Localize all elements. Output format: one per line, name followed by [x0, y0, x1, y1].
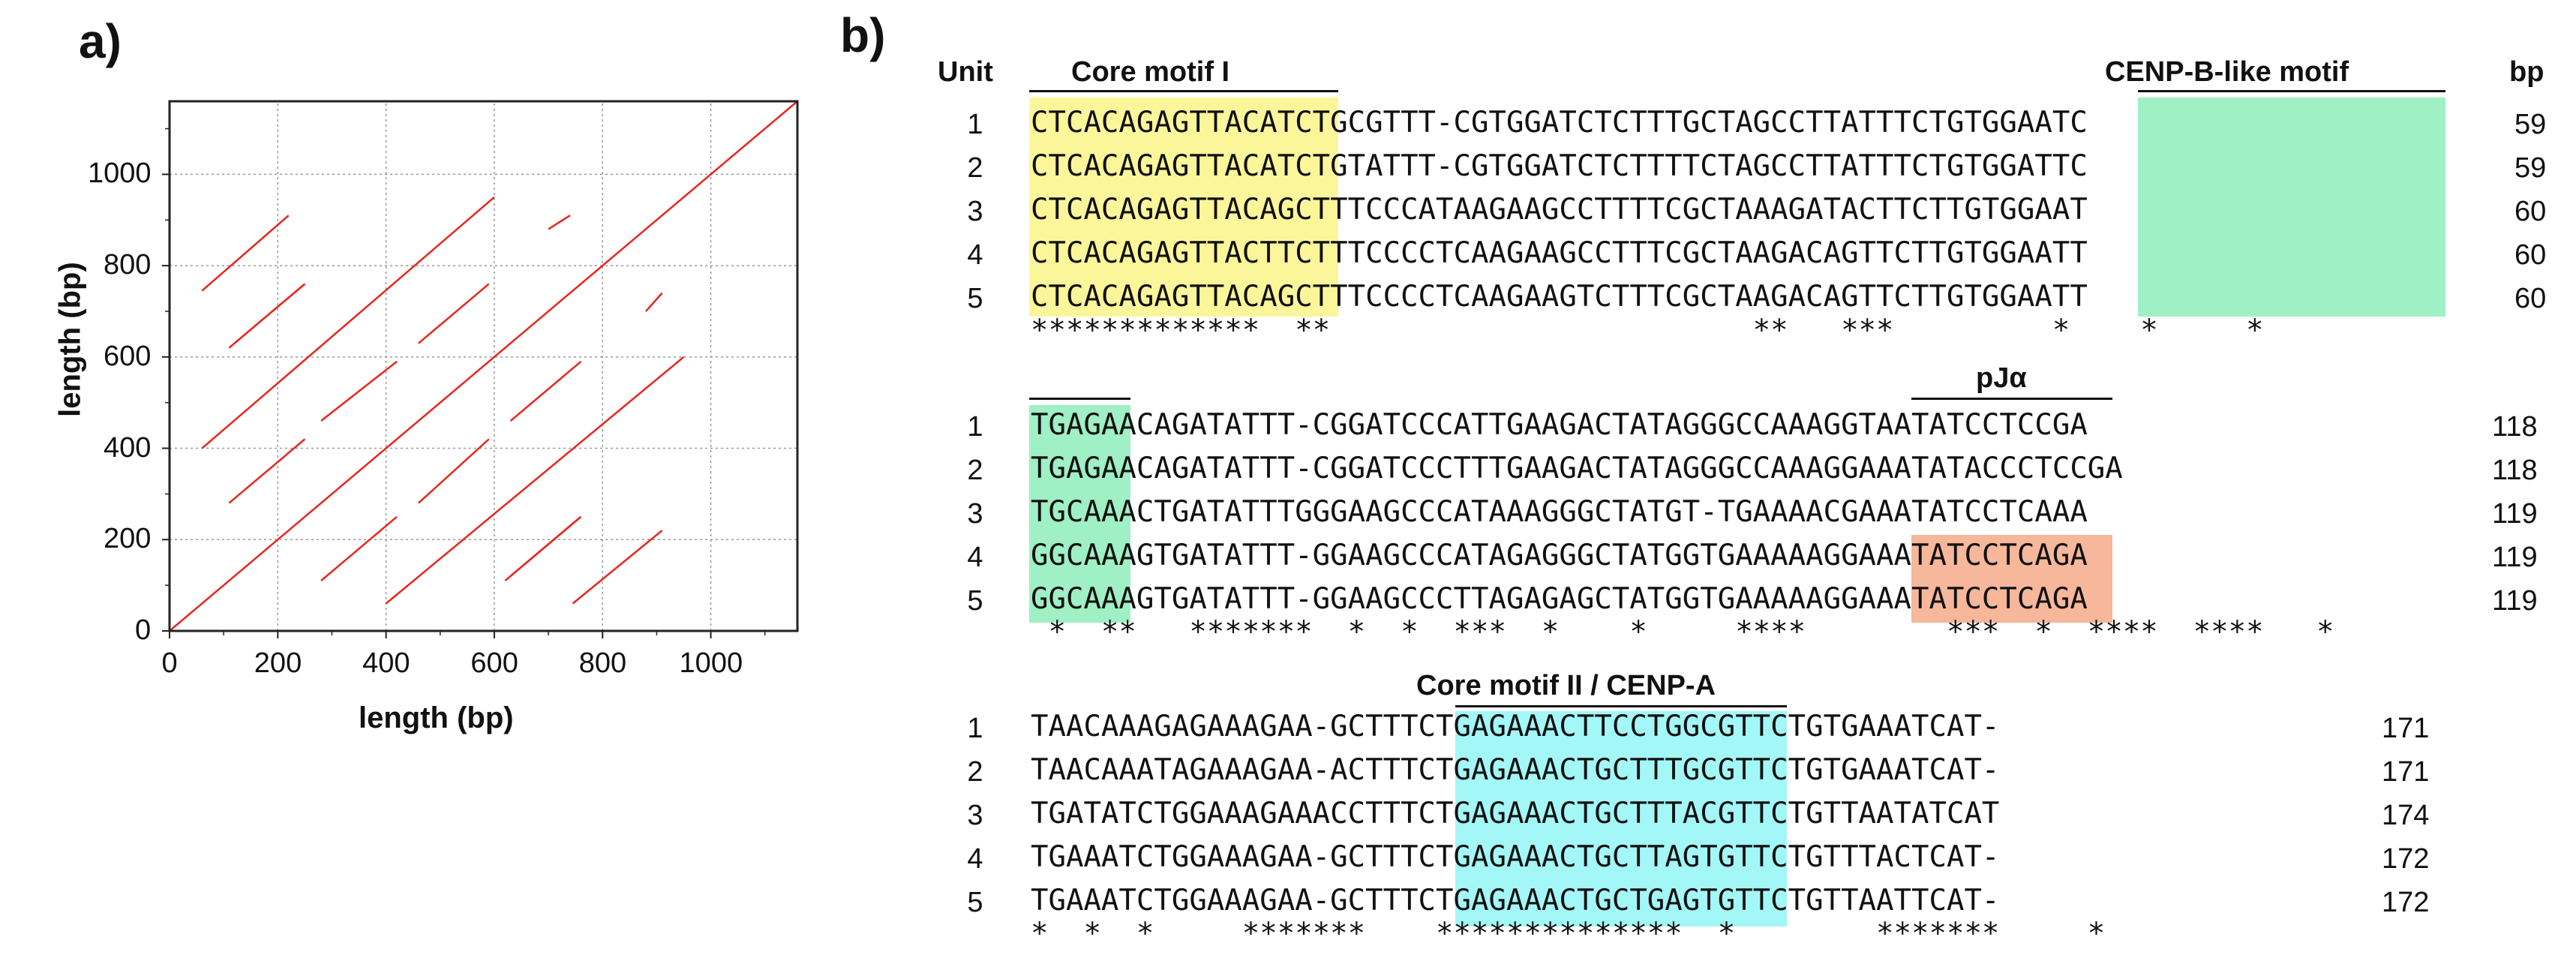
x-tick-label: 200 [254, 647, 302, 679]
cenpb-highlight-2 [1029, 405, 1130, 623]
consensus-row: ************* ** ** *** * * * [1031, 314, 2264, 347]
unit-number: 3 [967, 498, 983, 530]
repeat-segment-line [228, 283, 306, 349]
cenpb-header: CENP-B-like motif [2105, 56, 2349, 88]
core-motif-2-header: Core motif II / CENP-A [1416, 670, 1716, 701]
unit-number: 2 [967, 455, 983, 486]
x-tick-label: 0 [161, 647, 178, 679]
sequence-row: TGAGAACAGATATTT-CGGATCCCATTGAAGACTATAGGG… [1031, 408, 2088, 442]
consensus-row: * ** ******* * * *** * * **** *** * ****… [1031, 615, 2334, 649]
bp-count: 172 [2382, 843, 2430, 875]
core-motif-2-highlight [1455, 711, 1787, 926]
bp-count: 59 [2514, 152, 2547, 184]
consensus-row: * * * ******* ************** * ******* * [1031, 917, 2106, 950]
repeat-segment-line [645, 292, 663, 312]
y-tick-label: 600 [104, 340, 152, 372]
bp-count: 118 [2492, 455, 2538, 486]
repeat-segment-line [509, 360, 582, 422]
pja-highlight [1911, 535, 2112, 623]
unit-number: 2 [967, 756, 983, 788]
bp-count: 60 [2514, 196, 2547, 227]
repeat-segment-line [228, 438, 306, 504]
x-tick-label: 800 [578, 647, 627, 679]
unit-number: 4 [967, 239, 983, 271]
unit-number: 3 [967, 800, 983, 831]
sequence-row: GGCAAAGTGATATTT-GGAAGCCCATAGAGGGCTATGGTG… [1031, 539, 2088, 572]
pja-header: pJα [1976, 362, 2027, 394]
bp-count: 60 [2514, 283, 2547, 314]
sequence-row: TAACAAATAGAAAGAA-ACTTTCTGAGAAACTGCTTTGCG… [1031, 753, 2000, 787]
core-motif-2-underline [1455, 705, 1787, 707]
unit-number: 5 [967, 887, 983, 918]
unit-number: 5 [967, 585, 983, 617]
repeat-segment-line [320, 360, 398, 422]
pja-underline [1911, 398, 2112, 400]
core-motif-1-highlight [1029, 98, 1338, 317]
y-tick-label: 0 [135, 614, 152, 646]
sequence-row: TAACAAAGAGAAAGAA-GCTTTCTGAGAAACTTCCTGGCG… [1031, 710, 2000, 743]
sequence-row: TGAAATCTGGAAAGAA-GCTTTCTGAGAAACTGCTTAGTG… [1031, 840, 2000, 874]
unit-number: 1 [967, 713, 983, 744]
repeat-segment-line [548, 215, 571, 230]
bp-count: 118 [2492, 411, 2538, 443]
sequence-row: TGATATCTGGAAAGAAACCTTTCTGAGAAACTGCTTTACG… [1031, 797, 2000, 830]
bp-count: 119 [2492, 542, 2538, 573]
x-axis-title: length (bp) [359, 701, 514, 734]
sequence-row: TGAGAACAGATATTT-CGGATCCCTTTGAAGACTATAGGG… [1031, 452, 2123, 485]
sequence-row: CTCACAGAGTTACATCTGCGTTT-CGTGGATCTCTTTGCT… [1031, 106, 2088, 140]
y-tick-label: 400 [104, 431, 152, 464]
cenpb-underline [2138, 90, 2445, 92]
bp-count: 60 [2514, 239, 2547, 271]
repeat-segment-line [201, 215, 290, 292]
sequence-row: CTCACAGAGTTACAGCTTTCCCATAAGAAGCCTTTTCGCT… [1031, 193, 2088, 227]
y-axis-title: length (bp) [53, 262, 87, 417]
repeat-segment-line [201, 196, 495, 449]
plot-frame [168, 100, 799, 632]
repeat-segment-line [418, 283, 490, 344]
bp-count: 171 [2382, 756, 2430, 788]
sequence-row: CTCACAGAGTTACTTCTTTCCCCTCAAGAAGCCTTTCGCT… [1031, 236, 2088, 270]
bp-header: bp [2509, 56, 2544, 88]
repeat-segment-line [385, 356, 685, 605]
unit-number: 1 [967, 109, 983, 140]
sequence-row: CTCACAGAGTTACAGCTTTCCCCTCAAGAAGTCTTTCGCT… [1031, 280, 2088, 314]
y-tick-label: 1000 [88, 158, 152, 190]
unit-number: 1 [967, 411, 983, 443]
unit-number: 4 [967, 843, 983, 875]
bp-count: 59 [2514, 109, 2547, 140]
core-motif-1-header: Core motif I [1071, 56, 1230, 88]
unit-number: 2 [967, 152, 983, 184]
cenpb-continuation-underline [1029, 398, 1130, 400]
repeat-segment-line [320, 515, 398, 582]
y-tick-label: 200 [104, 523, 152, 555]
repeat-segment-line [572, 530, 663, 605]
y-tick-label: 800 [104, 249, 152, 281]
unit-number: 4 [967, 542, 983, 573]
x-tick-label: 1000 [679, 647, 743, 679]
dot-plot [162, 100, 799, 638]
bp-count: 172 [2382, 887, 2430, 918]
unit-number: 5 [967, 283, 983, 314]
core-motif-1-underline [1029, 90, 1338, 92]
bp-count: 171 [2382, 713, 2430, 744]
sequence-row: GGCAAAGTGATATTT-GGAAGCCCTTAGAGAGCTATGGTG… [1031, 582, 2088, 616]
sequence-row: TGAAATCTGGAAAGAA-GCTTTCTGAGAAACTGCTGAGTG… [1031, 884, 2000, 917]
panel-b-label: b) [840, 8, 886, 62]
bp-count: 174 [2382, 800, 2430, 831]
repeat-segment-line [504, 515, 582, 582]
panel-a-label: a) [79, 14, 122, 68]
main-diagonal-line [169, 101, 798, 632]
bp-count: 119 [2492, 498, 2538, 530]
unit-header: Unit [938, 56, 993, 88]
unit-number: 3 [967, 196, 983, 227]
x-tick-label: 600 [470, 647, 518, 679]
bp-count: 119 [2492, 585, 2538, 617]
repeat-segment-line [418, 438, 490, 504]
sequence-row: CTCACAGAGTTACATCTGTATTT-CGTGGATCTCTTTTCT… [1031, 149, 2088, 183]
cenpb-highlight-1 [2138, 98, 2445, 317]
x-tick-label: 400 [362, 647, 410, 679]
sequence-row: TGCAAACTGATATTTGGGAAGCCCATAAAGGGCTATGT-T… [1031, 495, 2088, 529]
